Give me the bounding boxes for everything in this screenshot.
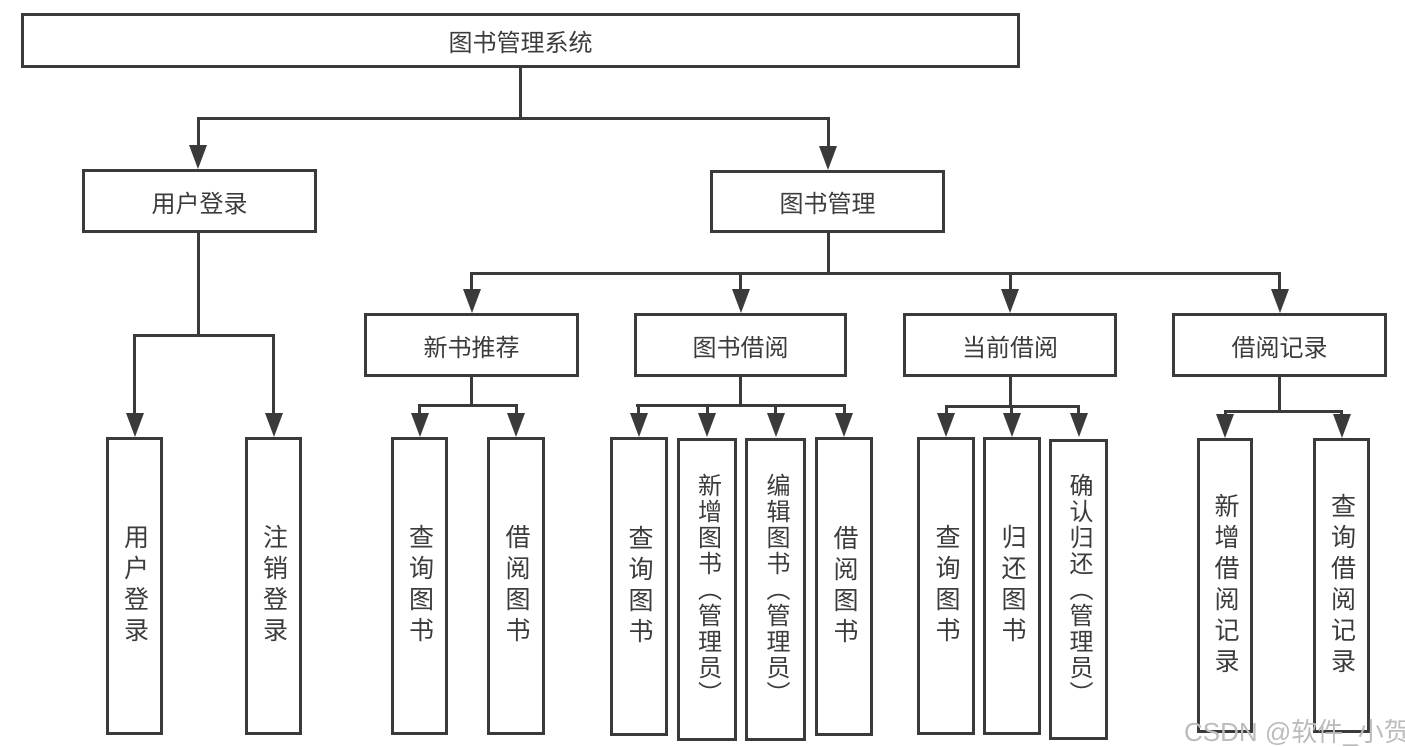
connector-arrow [835,413,853,437]
connector-arrow [265,413,283,437]
leaf-logout: 注销登录 [245,437,302,735]
leaf-records-add-record: 新增借阅记录 [1197,438,1253,733]
node-borrow-records: 借阅记录 [1172,313,1387,377]
watermark: CSDN @软件_小贺同学 [1184,717,1405,747]
leaf-borrow-query-book: 查询图书 [610,437,668,736]
connector-arrow [767,413,785,437]
connector-arrow [189,145,207,169]
node-book-management: 图书管理 [710,170,945,233]
connector-line [1009,272,1012,290]
connector-line [636,404,846,407]
connector-line [133,334,136,414]
leaf-current-confirm-return-admin: 确认归还（管理员） [1049,439,1108,740]
connector-line [197,117,830,120]
node-current-borrow: 当前借阅 [903,313,1117,377]
connector-line [739,272,742,290]
connector-line [470,272,473,290]
connector-line [470,272,1281,275]
connector-arrow [126,413,144,437]
connector-line [470,377,473,407]
connector-line [418,404,518,407]
leaf-recommend-borrow-book: 借阅图书 [487,437,545,735]
connector-line [1224,410,1343,413]
node-book-borrow: 图书借阅 [634,313,847,377]
connector-line [197,233,200,337]
leaf-borrow-add-book-admin: 新增图书（管理员） [677,438,737,741]
connector-arrow [1216,414,1234,438]
connector-line [1009,377,1012,408]
connector-arrow [937,413,955,437]
connector-arrow [463,289,481,313]
leaf-user-login: 用户登录 [106,437,163,735]
connector-line [197,117,200,145]
node-root: 图书管理系统 [21,13,1020,68]
connector-arrow [507,413,525,437]
connector-line [945,405,948,414]
connector-line [1077,405,1080,414]
connector-line [739,377,742,407]
node-user-login: 用户登录 [82,169,317,233]
connector-arrow [411,413,429,437]
connector-arrow [819,146,837,170]
leaf-current-return-book: 归还图书 [983,437,1041,735]
leaf-records-query-record: 查询借阅记录 [1313,438,1370,733]
connector-arrow [732,289,750,313]
connector-arrow [1333,414,1351,438]
connector-line [637,404,640,414]
connector-line [515,404,518,414]
node-new-book-recommend: 新书推荐 [364,313,579,377]
connector-arrow [1003,413,1021,437]
connector-line [706,404,709,414]
connector-line [1340,410,1343,416]
connector-line [1278,272,1281,290]
connector-arrow [1271,289,1289,313]
connector-line [774,404,777,414]
connector-line [519,68,522,117]
leaf-current-query-book: 查询图书 [917,437,975,735]
connector-line [133,334,275,337]
connector-line [1010,405,1013,414]
connector-line [272,334,275,414]
connector-arrow [1001,289,1019,313]
leaf-borrow-edit-book-admin: 编辑图书（管理员） [745,438,806,741]
connector-arrow [698,413,716,437]
connector-arrow [630,413,648,437]
connector-line [827,117,830,146]
connector-arrow [1070,413,1088,437]
leaf-borrow-borrow-book: 借阅图书 [815,437,873,736]
connector-line [827,233,830,275]
connector-line [1278,377,1281,413]
connector-line [418,404,421,414]
connector-line [843,404,846,414]
connector-line [1224,410,1227,416]
leaf-recommend-query-book: 查询图书 [391,437,448,735]
